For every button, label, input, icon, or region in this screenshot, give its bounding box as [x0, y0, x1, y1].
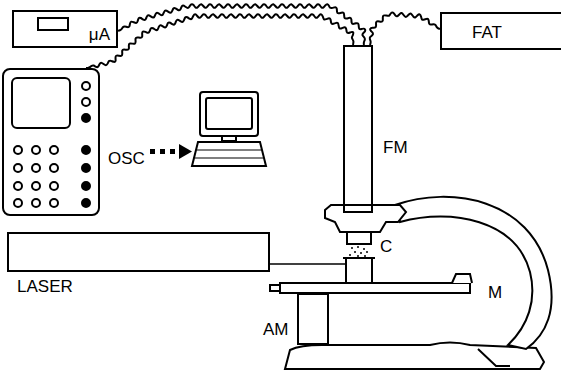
laser-beam: [270, 263, 346, 265]
node-label: LASER: [17, 278, 73, 295]
node-label: FM: [383, 139, 408, 156]
signal-wire: [86, 14, 353, 68]
oscilloscope: OSC: [2, 68, 100, 216]
node-label: FAT: [472, 24, 502, 41]
signal-wire: [118, 4, 365, 45]
meter-box: μA: [12, 10, 118, 48]
meter-display: [38, 18, 68, 30]
part-label: M: [488, 284, 502, 301]
node-label: AM: [263, 321, 289, 338]
node-label: OSC: [108, 150, 145, 167]
photomultiplier-tube: FM: [343, 45, 373, 213]
stage-column: AM: [297, 293, 329, 345]
data-transfer-arrow: [150, 144, 192, 159]
node-label: μA: [89, 26, 110, 43]
microscope: [270, 197, 552, 369]
computer: [192, 92, 266, 166]
laser-box: LASER: [7, 232, 270, 272]
scope-screen: [12, 78, 70, 128]
part-label: C: [380, 238, 392, 255]
signal-wire: [370, 12, 440, 45]
scope-knobs: [14, 82, 90, 207]
amplifier-box: FAT: [440, 12, 561, 50]
light-stipple: [349, 246, 368, 257]
